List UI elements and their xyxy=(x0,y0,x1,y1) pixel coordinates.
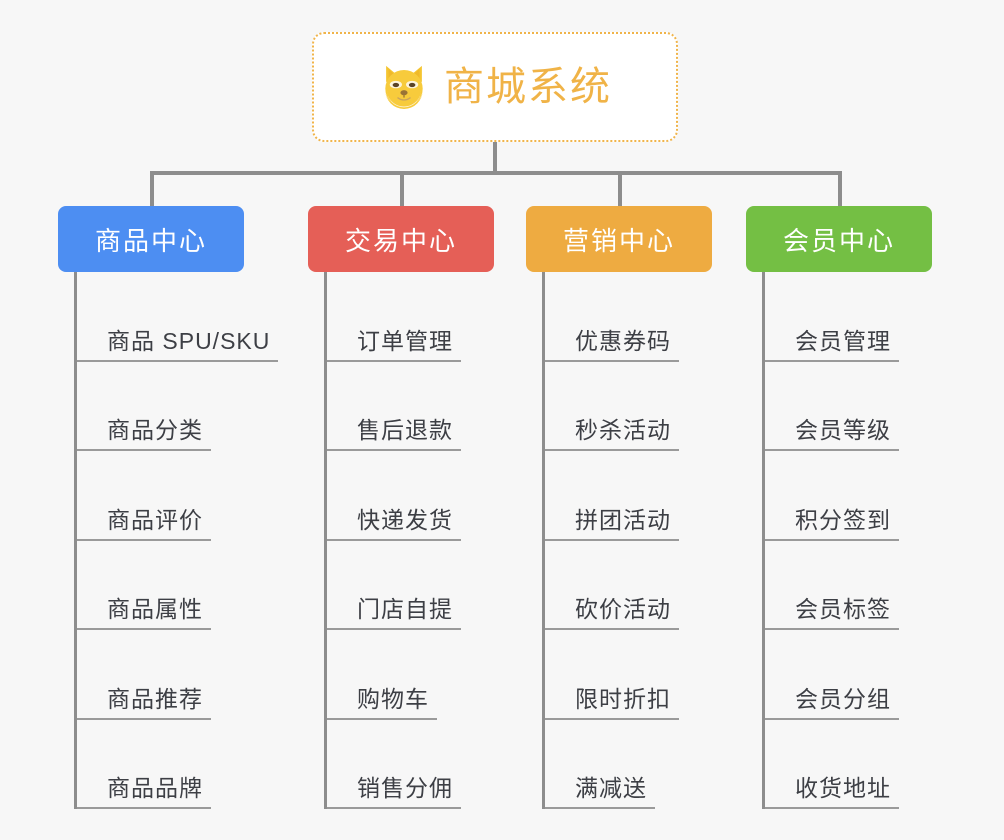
leaf-label: 购物车 xyxy=(327,680,437,720)
list-item[interactable]: 会员等级 xyxy=(765,362,932,451)
leaf-label: 商品 SPU/SKU xyxy=(77,322,279,362)
list-item[interactable]: 满减送 xyxy=(545,720,712,809)
leaf-label: 售后退款 xyxy=(327,411,461,451)
leaf-label: 商品品牌 xyxy=(77,769,211,809)
category-header-product[interactable]: 商品中心 xyxy=(58,206,244,272)
branch-column-product: 商品中心 商品 SPU/SKU 商品分类 商品评价 商品属性 商品推荐 商品品牌 xyxy=(58,206,279,809)
list-item[interactable]: 砍价活动 xyxy=(545,541,712,630)
list-item[interactable]: 门店自提 xyxy=(327,541,494,630)
connector-drop-4 xyxy=(838,171,842,208)
leaf-label: 积分签到 xyxy=(765,501,899,541)
list-item[interactable]: 会员标签 xyxy=(765,541,932,630)
leaf-label: 商品评价 xyxy=(77,501,211,541)
leaf-label: 会员标签 xyxy=(765,590,899,630)
list-item[interactable]: 购物车 xyxy=(327,630,494,720)
category-header-marketing[interactable]: 营销中心 xyxy=(526,206,712,272)
list-item[interactable]: 积分签到 xyxy=(765,451,932,541)
leaf-label: 销售分佣 xyxy=(327,769,461,809)
list-item[interactable]: 售后退款 xyxy=(327,362,494,451)
connector-horizontal-bus xyxy=(150,171,842,175)
category-header-member[interactable]: 会员中心 xyxy=(746,206,932,272)
leaf-label: 会员管理 xyxy=(765,322,899,362)
leaf-label: 砍价活动 xyxy=(545,590,679,630)
leaf-list-product: 商品 SPU/SKU 商品分类 商品评价 商品属性 商品推荐 商品品牌 xyxy=(74,272,279,809)
category-header-trade[interactable]: 交易中心 xyxy=(308,206,494,272)
leaf-label: 会员分组 xyxy=(765,680,899,720)
list-item[interactable]: 收货地址 xyxy=(765,720,932,809)
connector-drop-3 xyxy=(618,171,622,208)
list-item[interactable]: 拼团活动 xyxy=(545,451,712,541)
list-item[interactable]: 会员管理 xyxy=(765,272,932,362)
leaf-list-trade: 订单管理 售后退款 快递发货 门店自提 购物车 销售分佣 xyxy=(324,272,494,809)
branch-column-trade: 交易中心 订单管理 售后退款 快递发货 门店自提 购物车 销售分佣 xyxy=(308,206,494,809)
list-item[interactable]: 商品品牌 xyxy=(77,720,244,809)
leaf-label: 限时折扣 xyxy=(545,680,679,720)
list-item[interactable]: 订单管理 xyxy=(327,272,494,362)
leaf-label: 拼团活动 xyxy=(545,501,679,541)
leaf-label: 收货地址 xyxy=(765,769,899,809)
list-item[interactable]: 商品 SPU/SKU xyxy=(77,272,279,362)
list-item[interactable]: 销售分佣 xyxy=(327,720,494,809)
leaf-list-member: 会员管理 会员等级 积分签到 会员标签 会员分组 收货地址 xyxy=(762,272,932,809)
leaf-label: 商品属性 xyxy=(77,590,211,630)
shiba-dog-icon xyxy=(385,65,423,109)
root-node[interactable]: 商城系统 xyxy=(312,32,678,142)
leaf-label: 订单管理 xyxy=(327,322,461,362)
list-item[interactable]: 快递发货 xyxy=(327,451,494,541)
connector-drop-2 xyxy=(400,171,404,208)
leaf-label: 商品推荐 xyxy=(77,680,211,720)
leaf-label: 门店自提 xyxy=(327,590,461,630)
list-item[interactable]: 商品分类 xyxy=(77,362,244,451)
branch-column-member: 会员中心 会员管理 会员等级 积分签到 会员标签 会员分组 收货地址 xyxy=(746,206,932,809)
list-item[interactable]: 会员分组 xyxy=(765,630,932,720)
list-item[interactable]: 商品属性 xyxy=(77,541,244,630)
list-item[interactable]: 商品评价 xyxy=(77,451,244,541)
leaf-label: 会员等级 xyxy=(765,411,899,451)
list-item[interactable]: 优惠券码 xyxy=(545,272,712,362)
root-title: 商城系统 xyxy=(444,65,612,109)
connector-root-stem xyxy=(493,142,497,174)
leaf-label: 商品分类 xyxy=(77,411,211,451)
connector-drop-1 xyxy=(150,171,154,208)
leaf-label: 快递发货 xyxy=(327,501,461,541)
leaf-label: 优惠券码 xyxy=(545,322,679,362)
list-item[interactable]: 商品推荐 xyxy=(77,630,244,720)
list-item[interactable]: 秒杀活动 xyxy=(545,362,712,451)
leaf-label: 满减送 xyxy=(545,769,655,809)
leaf-label: 秒杀活动 xyxy=(545,411,679,451)
branch-column-marketing: 营销中心 优惠券码 秒杀活动 拼团活动 砍价活动 限时折扣 满减送 xyxy=(526,206,712,809)
leaf-list-marketing: 优惠券码 秒杀活动 拼团活动 砍价活动 限时折扣 满减送 xyxy=(542,272,712,809)
list-item[interactable]: 限时折扣 xyxy=(545,630,712,720)
